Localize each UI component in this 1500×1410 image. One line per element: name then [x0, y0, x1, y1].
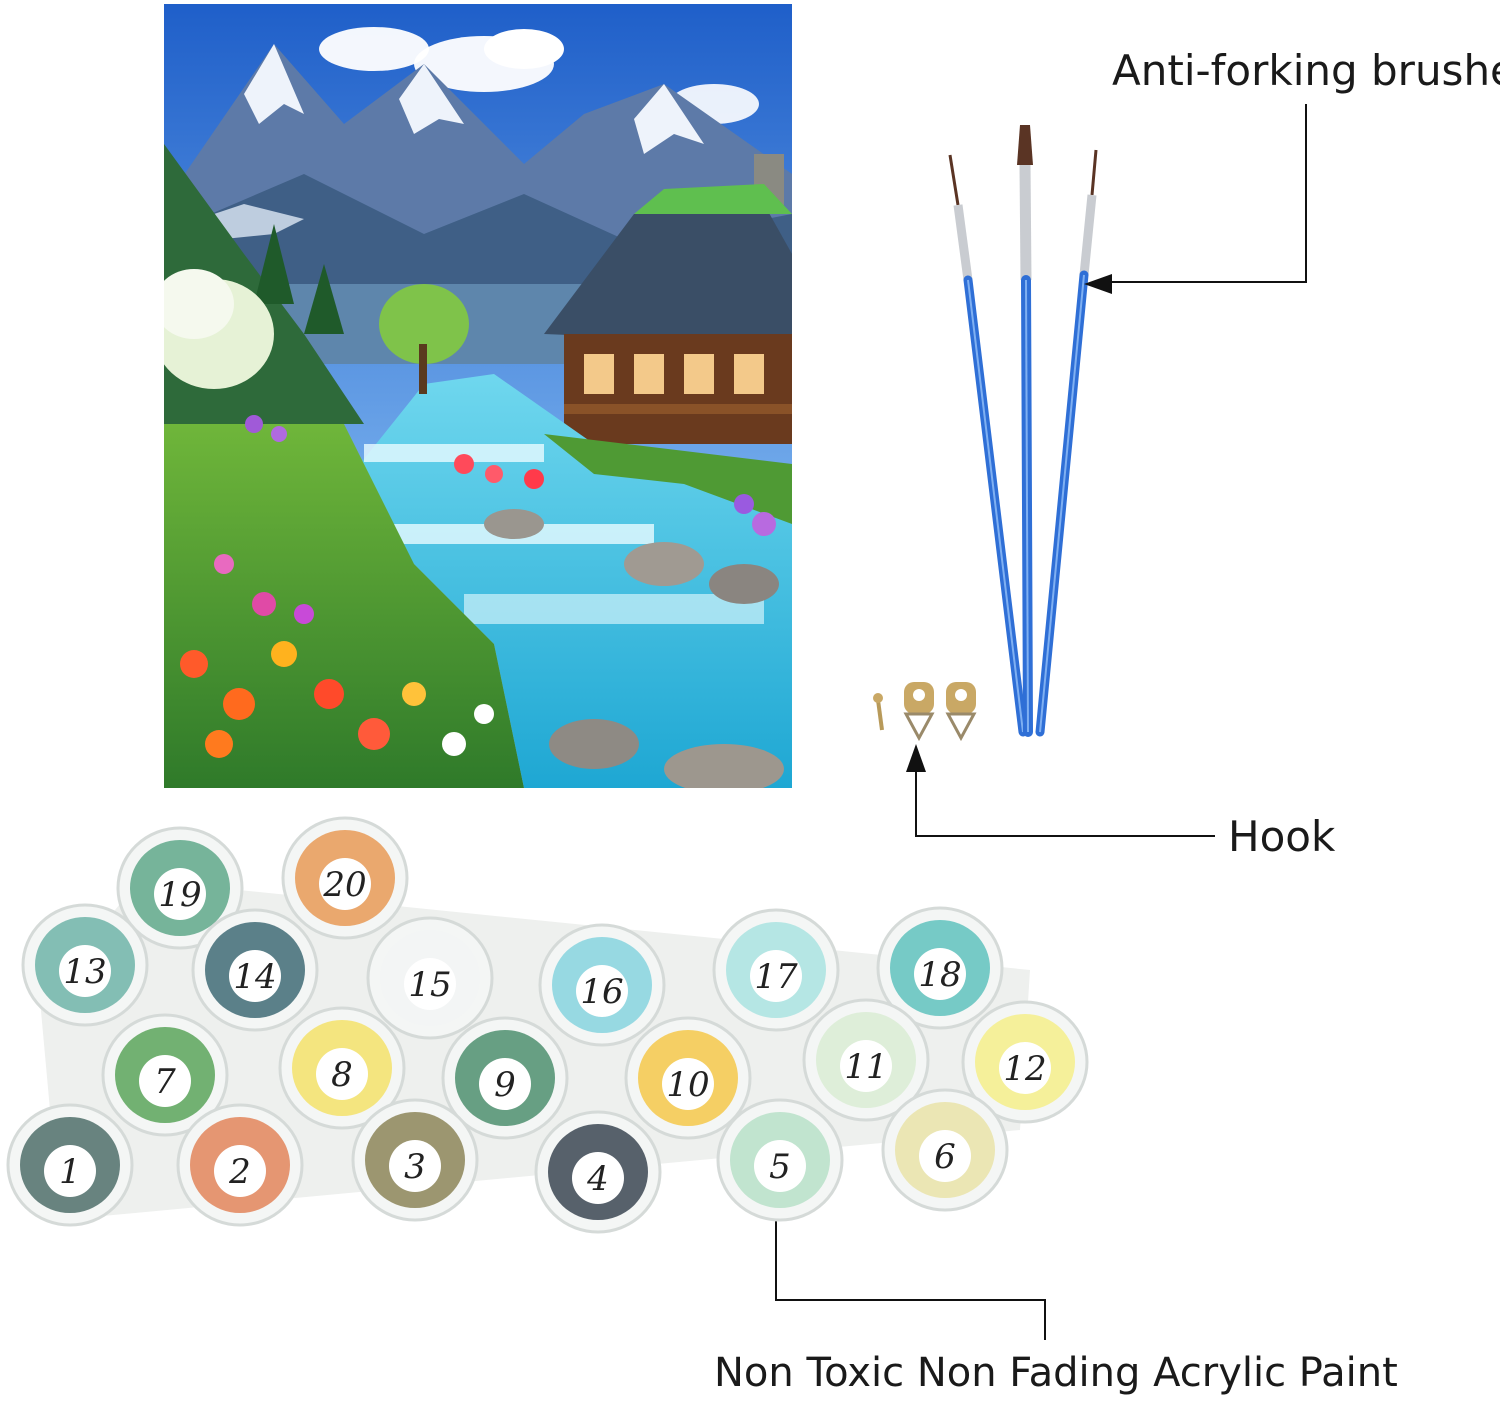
paint-pot-number: 2	[228, 1152, 251, 1192]
paint-pot-2: 2	[176, 1103, 304, 1227]
paint-pot-number: 11	[844, 1047, 887, 1087]
paint-pot-14: 14	[191, 908, 319, 1032]
paint-pot-number: 8	[331, 1055, 353, 1095]
number-sticker	[319, 858, 371, 910]
number-sticker	[662, 1058, 714, 1110]
number-sticker	[154, 868, 206, 920]
number-sticker	[229, 950, 281, 1002]
paint-pot-number: 3	[404, 1147, 426, 1187]
paint-pot-3: 3	[351, 1098, 479, 1222]
paint-pot-number: 4	[586, 1159, 609, 1199]
paint-pot-5: 5	[716, 1098, 844, 1222]
paint-pot-number: 5	[769, 1147, 791, 1187]
paint-label: Non Toxic Non Fading Acrylic Paint	[714, 1350, 1398, 1396]
paint-pot-number: 9	[494, 1065, 516, 1105]
paint-pot-number: 15	[408, 965, 451, 1005]
paint-pot-13: 13	[21, 903, 149, 1027]
paint-pot-4: 4	[534, 1110, 662, 1234]
number-sticker	[914, 948, 966, 1000]
brush-round-right	[1035, 149, 1098, 737]
brush-round-left	[948, 154, 1028, 737]
number-sticker	[44, 1145, 96, 1197]
number-sticker	[754, 1140, 806, 1192]
paint-pot-number: 10	[666, 1065, 709, 1105]
paint-pot-number: 17	[754, 957, 798, 997]
paint-pot-1: 1	[6, 1103, 134, 1227]
hanging-hooks	[873, 682, 977, 742]
number-sticker	[999, 1042, 1051, 1094]
number-sticker	[479, 1058, 531, 1110]
tools-illustration	[860, 110, 1140, 760]
paint-pot-number: 18	[918, 955, 961, 995]
paint-pot-number: 13	[63, 952, 106, 992]
brushes-label: Anti-forking brushes	[1112, 46, 1500, 95]
paint-pot-number: 16	[580, 972, 623, 1012]
landscape-painting	[164, 4, 792, 788]
number-sticker	[840, 1040, 892, 1092]
number-sticker	[316, 1048, 368, 1100]
paint-pot-number: 20	[322, 865, 366, 905]
paint-pot-6: 6	[881, 1088, 1009, 1212]
paint-pot-18: 18	[876, 906, 1004, 1030]
paint-pot-number: 19	[158, 875, 201, 915]
paint-pot-20: 20	[281, 816, 409, 940]
number-sticker	[139, 1055, 191, 1107]
paint-pot-number: 7	[154, 1062, 176, 1102]
paint-pot-7: 7	[101, 1013, 229, 1137]
paint-pot-16: 16	[538, 923, 666, 1047]
brush-flat-middle	[1017, 125, 1033, 737]
paint-pot-9: 9	[441, 1016, 569, 1140]
number-sticker	[59, 945, 111, 997]
paint-pot-10: 10	[624, 1016, 752, 1140]
paint-pot-number: 1	[59, 1152, 81, 1192]
paint-pot-17: 17	[712, 908, 840, 1032]
paint-pot-number: 14	[233, 957, 276, 997]
paint-pot-12: 12	[961, 1000, 1089, 1124]
paint-pot-number: 6	[934, 1137, 956, 1177]
paint-pot-15: 15	[366, 916, 494, 1040]
number-sticker	[389, 1140, 441, 1192]
number-sticker	[404, 958, 456, 1010]
paint-pot-11: 11	[802, 998, 930, 1122]
paint-pot-8: 8	[278, 1006, 406, 1130]
number-sticker	[919, 1130, 971, 1182]
paint-pot-19: 19	[116, 826, 244, 950]
paint-pot-number: 12	[1003, 1049, 1046, 1089]
hook-label: Hook	[1228, 812, 1336, 861]
number-sticker	[214, 1145, 266, 1197]
number-sticker	[576, 965, 628, 1017]
number-sticker	[750, 950, 802, 1002]
number-sticker	[572, 1152, 624, 1204]
